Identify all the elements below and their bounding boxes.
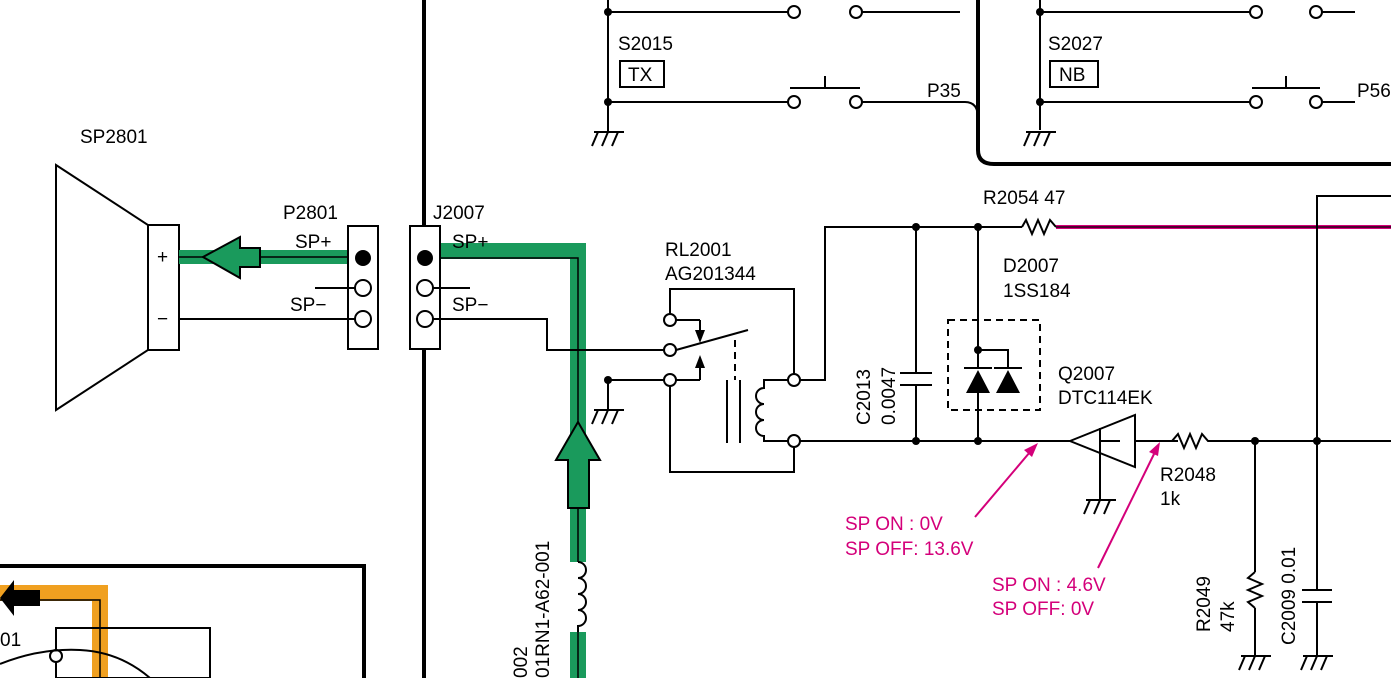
r2048-label: R2048 xyxy=(1160,465,1216,486)
s2015-label: S2015 xyxy=(618,34,673,55)
connector-j2007: J2007 SP+ SP− xyxy=(409,203,670,351)
relay-rl2001: RL2001 AG201344 xyxy=(591,240,801,473)
rl2001-part: AG201344 xyxy=(665,264,756,285)
r2048-value: 1k xyxy=(1160,489,1181,510)
c2013-label: C2013 xyxy=(854,369,875,425)
p35-label: P35 xyxy=(927,81,961,102)
j2007-sp-plus: SP+ xyxy=(452,232,488,253)
cut-ref: 01 xyxy=(0,630,21,651)
d2007-label: D2007 xyxy=(1003,256,1059,277)
diode-d2007: D2007 1SS184 xyxy=(947,227,1071,445)
base-on-voltage: SP ON : 4.6V xyxy=(992,575,1106,596)
upper-rail: R2054 47 xyxy=(800,188,1391,381)
c2009-label: C2009 0.01 xyxy=(1279,547,1300,645)
resistor-r2049: R2049 47k xyxy=(1194,441,1271,671)
r2049-value: 47k xyxy=(1218,601,1239,632)
p2801-label: P2801 xyxy=(283,203,338,224)
s2015-key: TX xyxy=(628,65,653,86)
r2054-label: R2054 47 xyxy=(983,188,1065,209)
d2007-part: 1SS184 xyxy=(1003,281,1071,302)
relay-off-voltage: SP OFF: 13.6V xyxy=(845,539,974,560)
coil-ref-b: 01RN1-A62-001 xyxy=(533,541,554,678)
green-line-coil: 002 01RN1-A62-001 xyxy=(511,541,591,678)
signal-path-green xyxy=(179,235,602,678)
c2013-value: 0.0047 xyxy=(879,367,900,425)
capacitor-c2013: C2013 0.0047 xyxy=(854,227,932,441)
switch-area: S2015 TX P35 S2027 NB P56 xyxy=(591,0,1391,166)
base-off-voltage: SP OFF: 0V xyxy=(992,599,1094,620)
q2007-label: Q2007 xyxy=(1058,364,1115,385)
s2027-key-box xyxy=(1049,60,1099,88)
s2015-key-box xyxy=(619,60,665,88)
voltage-annotations: SP ON : 0V SP OFF: 13.6V SP ON : 4.6V SP… xyxy=(845,442,1160,620)
speaker-minus: − xyxy=(157,309,168,330)
rl2001-label: RL2001 xyxy=(665,240,732,261)
sp2801-label: SP2801 xyxy=(80,127,148,148)
capacitor-c2009: C2009 0.01 xyxy=(1279,195,1391,671)
j2007-label: J2007 xyxy=(433,203,485,224)
resistor-r2048: R2048 1k xyxy=(1160,431,1391,510)
j2007-sp-minus: SP− xyxy=(452,295,488,316)
speaker-sp2801: SP2801 + − xyxy=(55,127,180,412)
p2801-sp-minus: SP− xyxy=(290,295,326,316)
lower-left-board: 01 xyxy=(0,564,366,678)
connector-p2801: P2801 SP+ SP− xyxy=(179,203,379,350)
p56-label: P56 xyxy=(1357,81,1391,102)
q2007-part: DTC114EK xyxy=(1058,388,1153,409)
p2801-sp-plus: SP+ xyxy=(295,232,331,253)
speaker-plus: + xyxy=(157,247,168,268)
r2049-label: R2049 xyxy=(1194,576,1215,632)
coil-ref-a: 002 xyxy=(511,646,532,678)
s2027-key: NB xyxy=(1059,65,1085,86)
s2027-label: S2027 xyxy=(1048,34,1103,55)
transistor-q2007: Q2007 DTC114EK xyxy=(1058,364,1178,515)
relay-on-voltage: SP ON : 0V xyxy=(845,514,943,535)
